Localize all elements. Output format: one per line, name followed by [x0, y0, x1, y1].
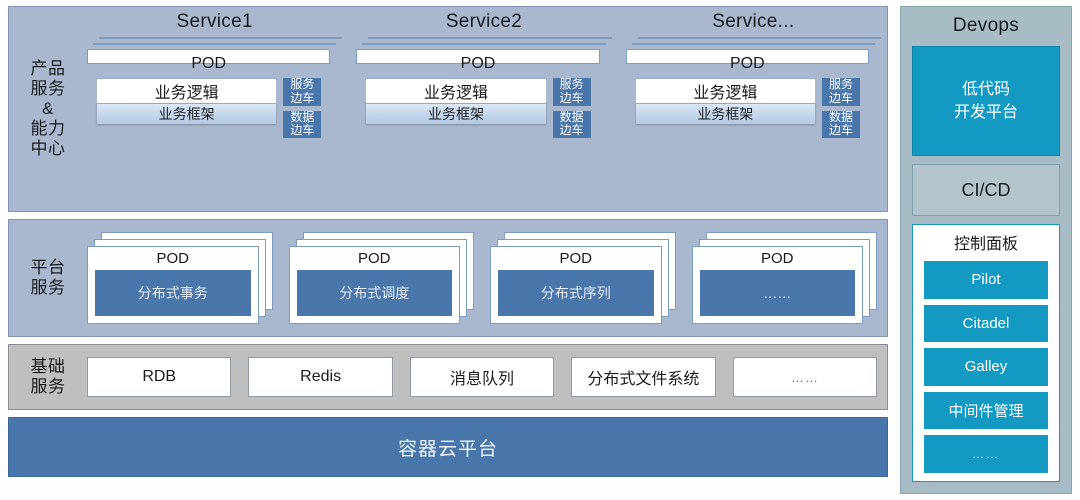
service-block-3[interactable]: Service... POD 业务逻辑 业务框架 — [625, 11, 881, 139]
sidecar-line: 边车 — [559, 90, 584, 105]
platform-pod-stack-3[interactable]: POD 分布式序列 — [490, 232, 676, 324]
platform-service-label: 分布式序列 — [498, 270, 654, 316]
devops-panel: Devops 低代码 开发平台 CI/CD 控制面板 Pilot Citadel… — [900, 6, 1072, 494]
infra-item-redis[interactable]: Redis — [248, 357, 393, 397]
pod-title: POD — [156, 250, 189, 267]
pod-title: POD — [460, 55, 496, 72]
pod-card[interactable]: POD 业务逻辑 业务框架 服务 边车 — [356, 49, 600, 139]
business-framework-bar: 业务框架 — [97, 103, 277, 124]
pod-stack-ghost-back — [637, 37, 881, 39]
pod-title: POD — [559, 250, 592, 267]
sidecar-line: 服务 — [290, 77, 315, 91]
band-label-line: 中心 — [30, 139, 66, 159]
business-logic-label: 业务逻辑 — [635, 79, 815, 103]
devops-title: Devops — [952, 15, 1020, 36]
business-framework-bar: 业务框架 — [366, 103, 546, 124]
infra-item-rdb[interactable]: RDB — [87, 357, 232, 397]
sidecar-line: 数据 — [290, 109, 315, 124]
band-label-platform-services: 平台 服务 — [9, 220, 87, 336]
band-label-line: 服务 — [30, 377, 66, 396]
data-sidecar[interactable]: 数据 边车 — [821, 109, 860, 139]
pod-stack-ghost-mid — [93, 43, 337, 45]
business-logic-label: 业务逻辑 — [366, 79, 546, 103]
band-product-service-capability: 产品 服务 & 能力 中心 Service1 POD — [8, 6, 888, 212]
band-label-line: 能力 — [30, 119, 66, 139]
sidecar-line: 边车 — [290, 123, 315, 138]
platform-pod-stack-4[interactable]: POD …… — [691, 232, 877, 324]
band-container-cloud-platform[interactable]: 容器云平台 — [8, 417, 888, 477]
infra-item-message-queue[interactable]: 消息队列 — [409, 357, 555, 397]
sidecar-line: 边车 — [828, 90, 853, 105]
data-sidecar[interactable]: 数据 边车 — [552, 109, 591, 139]
business-logic-column: 业务逻辑 业务框架 — [365, 78, 547, 124]
control-panel-item-middleware-management[interactable]: 中间件管理 — [924, 391, 1048, 430]
service-title: Service... — [712, 11, 795, 32]
sidecar-line: 边车 — [559, 123, 584, 138]
business-logic-column: 业务逻辑 业务框架 — [634, 78, 816, 124]
sidecar-line: 服务 — [559, 77, 584, 91]
data-sidecar[interactable]: 数据 边车 — [283, 109, 322, 139]
sidecar-line: 数据 — [559, 109, 584, 124]
sidecar-line: 边车 — [828, 123, 853, 138]
platform-pods-container: POD 分布式事务 POD 分布式调度 POD — [87, 220, 887, 336]
service-block-1[interactable]: Service1 POD 业务逻辑 业务框架 — [87, 11, 343, 139]
pod-title: POD — [191, 55, 226, 72]
band-label-product-service: 产品 服务 & 能力 中心 — [9, 7, 87, 211]
service-title: Service2 — [445, 11, 523, 32]
cicd-card[interactable]: CI/CD — [912, 164, 1060, 216]
pod-card[interactable]: POD 业务逻辑 业务框架 服务 边车 — [625, 49, 869, 139]
control-panel-item-citadel[interactable]: Citadel — [924, 304, 1048, 343]
control-panel-title: 控制面板 — [953, 236, 1018, 253]
service-blocks-container: Service1 POD 业务逻辑 业务框架 — [87, 7, 887, 211]
band-infrastructure-services: 基础 服务 RDB Redis 消息队列 分布式文件系统 …… — [8, 344, 888, 410]
business-logic-column: 业务逻辑 业务框架 — [96, 78, 278, 124]
lowcode-platform-card[interactable]: 低代码 开发平台 — [912, 46, 1060, 156]
service-sidecar[interactable]: 服务 边车 — [283, 77, 322, 106]
platform-service-label: 分布式调度 — [296, 270, 452, 316]
control-panel-item-galley[interactable]: Galley — [924, 348, 1048, 386]
pod-title: POD — [729, 55, 765, 72]
control-panel-item-more[interactable]: …… — [924, 435, 1048, 473]
pod-stack-ghost-back — [99, 37, 343, 39]
band-label-line: 服务 — [30, 78, 66, 98]
business-framework-bar: 业务框架 — [635, 103, 815, 124]
band-label-infrastructure: 基础 服务 — [9, 345, 87, 409]
control-panel: 控制面板 Pilot Citadel Galley 中间件管理 …… — [912, 224, 1060, 482]
service-block-2[interactable]: Service2 POD 业务逻辑 业务框架 — [356, 11, 612, 139]
platform-service-label: 分布式事务 — [95, 270, 251, 316]
pod-card[interactable]: POD 分布式调度 — [288, 246, 460, 324]
pod-stack-ghost-back — [368, 37, 612, 39]
pod-card[interactable]: POD 分布式事务 — [87, 246, 259, 324]
business-logic-label: 业务逻辑 — [97, 79, 277, 103]
pod-stack-ghost-mid — [631, 43, 875, 45]
pod-card[interactable]: POD …… — [691, 246, 863, 324]
band-label-line: 平台 — [30, 257, 66, 277]
service-sidecar[interactable]: 服务 边车 — [552, 77, 591, 106]
service-title: Service1 — [176, 11, 253, 32]
pod-card[interactable]: POD 分布式序列 — [490, 246, 662, 324]
band-platform-services: 平台 服务 POD 分布式事务 POD 分布式调 — [8, 219, 888, 337]
platform-pod-stack-2[interactable]: POD 分布式调度 — [288, 232, 474, 324]
platform-service-label: …… — [699, 270, 855, 316]
infra-item-distributed-filesystem[interactable]: 分布式文件系统 — [571, 357, 716, 397]
platform-pod-stack-1[interactable]: POD 分布式事务 — [87, 232, 273, 324]
control-panel-item-pilot[interactable]: Pilot — [924, 261, 1048, 299]
sidecar-line: 边车 — [290, 90, 315, 105]
main-stack-column: 产品 服务 & 能力 中心 Service1 POD — [8, 6, 888, 498]
lowcode-line: 低代码 — [961, 80, 1010, 98]
band-label-line: & — [42, 98, 54, 118]
band-label-line: 服务 — [30, 278, 66, 297]
sidecar-line: 数据 — [828, 109, 853, 124]
infrastructure-items-container: RDB Redis 消息队列 分布式文件系统 …… — [87, 345, 887, 409]
service-sidecar[interactable]: 服务 边车 — [821, 77, 860, 106]
pod-title: POD — [357, 250, 391, 267]
pod-title: POD — [760, 250, 794, 267]
band-label-line: 产品 — [30, 58, 66, 78]
pod-stack-ghost-mid — [362, 43, 606, 45]
lowcode-line: 开发平台 — [953, 104, 1018, 121]
sidecar-line: 服务 — [828, 77, 853, 91]
infra-item-more[interactable]: …… — [732, 357, 878, 397]
pod-card[interactable]: POD 业务逻辑 业务框架 服务 边车 — [87, 49, 331, 139]
band-label-line: 基础 — [30, 356, 66, 376]
